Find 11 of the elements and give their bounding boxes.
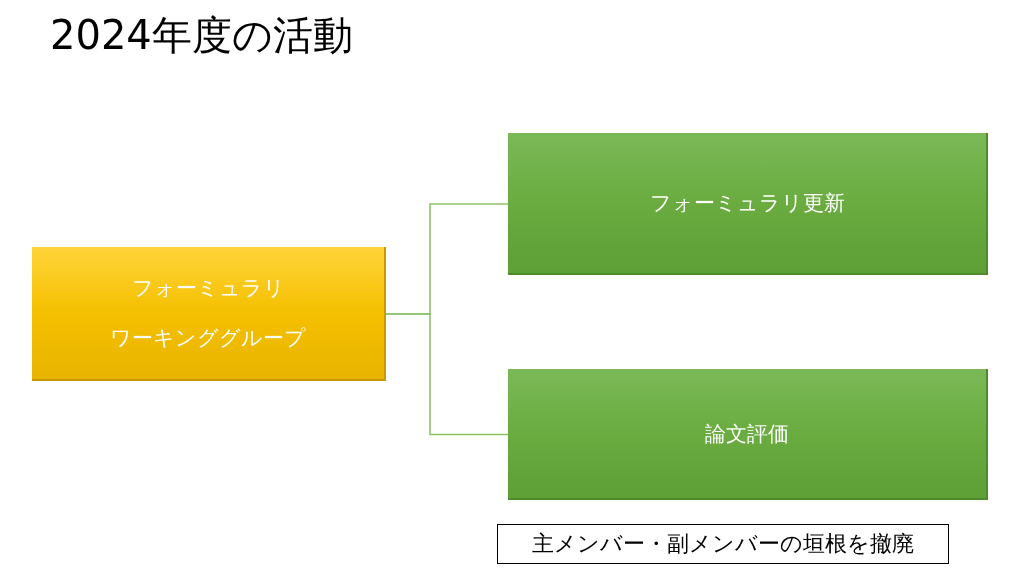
box-label: ワーキンググループ [110, 325, 306, 352]
group-box [32, 247, 386, 381]
box-label: 論文評価 [705, 420, 789, 448]
task-box [508, 369, 988, 500]
note-text: 主メンバー・副メンバーの垣根を撤廃 [532, 530, 914, 558]
task-box [508, 133, 988, 275]
note-box [497, 524, 949, 564]
connector-line [385, 313, 509, 436]
title: 2024年度の活動 [50, 11, 353, 60]
box-label: フォーミュラリ [131, 275, 285, 302]
box-label: フォーミュラリ更新 [649, 190, 845, 217]
